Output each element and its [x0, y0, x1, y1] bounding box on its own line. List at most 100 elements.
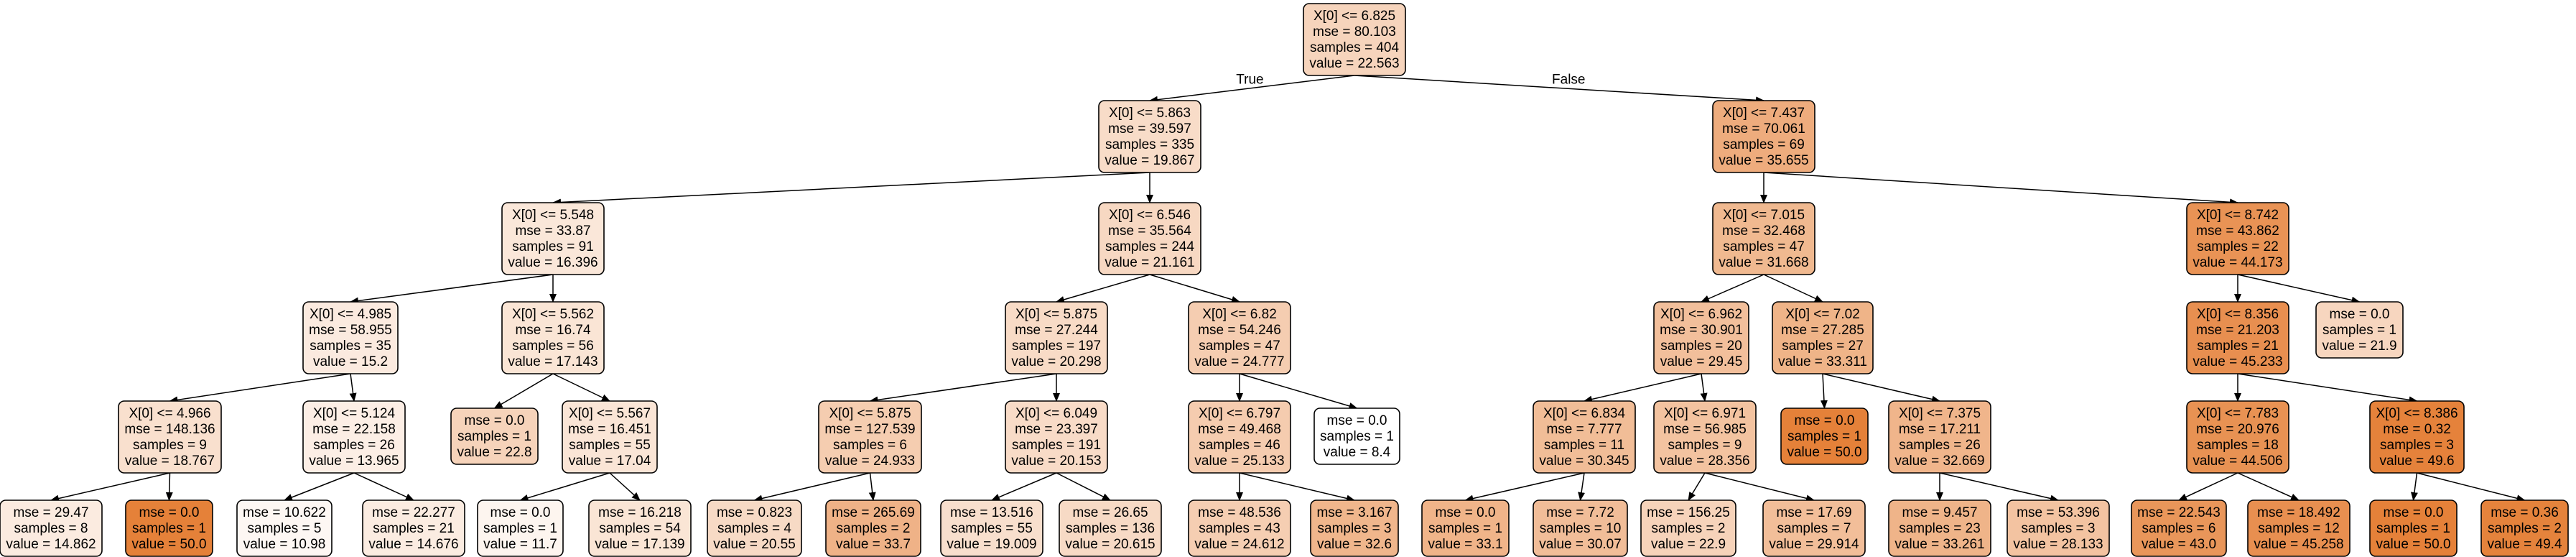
node-text-line: X[0] <= 8.742	[2197, 208, 2279, 223]
node-text-line: samples = 47	[1723, 239, 1805, 254]
node-text-line: value = 33.7	[836, 537, 911, 552]
node-text-line: samples = 1	[1787, 429, 1861, 444]
tree-edge	[753, 472, 870, 502]
node-text-line: value = 11.7	[483, 537, 557, 552]
node-box	[125, 500, 213, 557]
node-box	[1005, 400, 1108, 474]
node-text-line: X[0] <= 4.966	[129, 406, 210, 421]
node-text-line: samples = 46	[1199, 438, 1280, 453]
node-text-line: samples = 18	[2197, 438, 2279, 453]
node-text-line: X[0] <= 7.02	[1785, 307, 1860, 322]
node-text-line: value = 45.233	[2193, 354, 2282, 369]
node-text-line: value = 8.4	[1324, 445, 1391, 460]
node-box	[1640, 500, 1736, 557]
tree-edge	[1239, 472, 1355, 502]
node-text-line: mse = 54.246	[1198, 323, 1281, 338]
node-text-line: X[0] <= 8.356	[2197, 307, 2279, 322]
node-box	[450, 408, 539, 465]
node-text-line: mse = 7.777	[1546, 422, 1622, 437]
node-box	[2369, 500, 2458, 557]
node-text-line: X[0] <= 5.863	[1109, 106, 1191, 121]
node-text-line: samples = 1	[132, 521, 206, 536]
node-text-line: samples = 1	[483, 521, 557, 536]
node-text-line: samples = 20	[1660, 339, 1742, 354]
node-text-line: mse = 26.65	[1072, 505, 1148, 520]
tree-edge	[1584, 373, 1702, 403]
node-text-line: samples = 3	[2380, 438, 2454, 453]
tree-edge	[1149, 274, 1240, 303]
node-text-line: value = 32.6	[1317, 537, 1392, 552]
tree-edge	[2237, 373, 2418, 404]
node-text-line: mse = 43.862	[2196, 224, 2279, 239]
tree-edge	[1354, 75, 1764, 104]
node-text-line: samples = 11	[1544, 438, 1624, 453]
node-box	[362, 500, 465, 557]
node-text-line: samples = 2	[837, 521, 911, 536]
node-text-line: samples = 1	[457, 429, 531, 444]
node-text-line: value = 32.669	[1894, 454, 1984, 469]
node-box	[1762, 500, 1866, 557]
node-text-line: mse = 16.451	[568, 422, 651, 437]
node-text-line: X[0] <= 7.783	[2197, 406, 2279, 421]
node-text-line: value = 16.396	[508, 255, 597, 270]
node-text-line: samples = 43	[1199, 521, 1280, 536]
node-box	[1188, 500, 1291, 557]
node-text-line: mse = 0.0	[490, 505, 551, 520]
node-text-line: mse = 35.564	[1108, 224, 1191, 239]
node-box	[1005, 301, 1108, 374]
node-text-line: value = 19.009	[947, 537, 1036, 552]
tree-edge	[1149, 75, 1355, 103]
node-text-line: X[0] <= 6.825	[1313, 9, 1395, 24]
node-text-line: mse = 27.244	[1015, 323, 1098, 338]
tree-edge	[552, 373, 610, 402]
node-text-line: value = 20.153	[1011, 454, 1101, 469]
node-text-line: value = 49.6	[2379, 454, 2454, 469]
node-text-line: X[0] <= 6.546	[1109, 208, 1191, 223]
node-text-line: mse = 56.985	[1663, 422, 1747, 437]
tree-edge	[869, 373, 1057, 404]
node-text-line: mse = 17.211	[1899, 422, 1981, 437]
tree-edge	[2237, 472, 2300, 501]
node-text-line: mse = 0.0	[1327, 413, 1387, 428]
node-box	[501, 301, 605, 374]
tree-edge	[353, 472, 414, 501]
node-box	[1712, 202, 1815, 275]
node-box	[2186, 400, 2289, 474]
node-text-line: mse = 127.539	[824, 422, 915, 437]
node-text-line: X[0] <= 4.985	[310, 307, 391, 322]
tree-edge	[165, 472, 173, 501]
edge-label-false: False	[1552, 72, 1585, 87]
node-text-line: value = 14.862	[6, 537, 96, 552]
node-text-line: value = 17.04	[569, 454, 651, 469]
node-text-line: mse = 20.976	[2196, 422, 2279, 437]
tree-edge	[1822, 373, 1940, 403]
node-text-line: mse = 21.203	[2196, 323, 2279, 338]
node-text-line: mse = 0.0	[2330, 307, 2390, 322]
node-box	[118, 400, 222, 474]
node-text-line: X[0] <= 6.971	[1664, 406, 1746, 421]
node-text-line: value = 49.4	[2487, 537, 2562, 552]
node-text-line: mse = 29.47	[13, 505, 88, 520]
tree-edge	[1578, 472, 1586, 501]
node-text-line: value = 50.0	[1787, 445, 1861, 460]
node-text-line: mse = 148.136	[124, 422, 215, 437]
tree-edge	[1701, 274, 1764, 303]
node-box	[1303, 3, 1406, 76]
node-text-line: samples = 12	[2258, 521, 2340, 536]
node-text-line: value = 30.345	[1539, 454, 1629, 469]
